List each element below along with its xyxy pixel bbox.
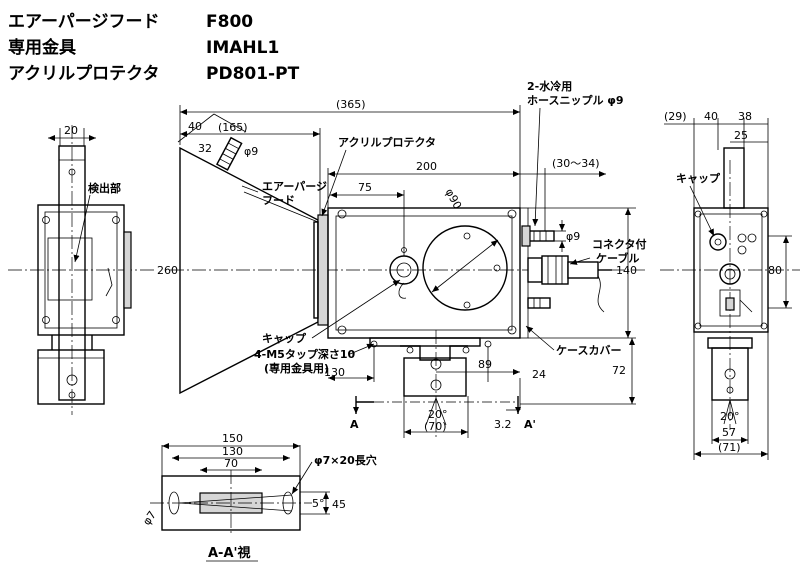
dim-130: 130 — [324, 366, 345, 379]
dim-72: 72 — [612, 364, 626, 377]
dim-right-71: (71) — [718, 441, 741, 454]
header-value-protector: PD801-PT — [206, 64, 300, 84]
label-connector-2: ケーブル — [596, 251, 639, 265]
dim-hood-32: 32 — [198, 142, 212, 155]
dim-right-29: (29) — [664, 110, 687, 123]
section-view: 150 130 70 φ7×20長穴 φ7 5° 45 A-A'視 — [140, 432, 377, 562]
label-water-hose-2: ホースニップル φ9 — [527, 93, 624, 107]
label-air-purge-hood-2: フード — [262, 194, 295, 207]
left-side-view: 20 検出部 — [8, 124, 155, 415]
label-slot: φ7×20長穴 — [314, 453, 377, 467]
header-value-hood: F800 — [206, 12, 253, 32]
dim-phi9-right: φ9 — [566, 230, 580, 243]
dim-overall-365: (365) — [336, 98, 366, 111]
dim-section-phi7: φ7 — [140, 509, 159, 528]
dim-24: 24 — [532, 368, 546, 381]
dim-right-40: 40 — [704, 110, 718, 123]
spec-header: エアーパージフード F800 専用金具 IMAHL1 アクリルプロテクタ PD8… — [8, 12, 300, 84]
front-view: (365) (165) 40 32 φ9 — [157, 79, 647, 440]
dim-right-57: 57 — [722, 426, 736, 439]
label-water-hose-1: 2-水冷用 — [527, 79, 572, 93]
dim-30-34: (30～34) — [552, 157, 600, 170]
label-air-purge-hood-1: エアーパージ — [262, 180, 327, 193]
label-tap: 4-M5タップ深さ10 — [254, 347, 355, 361]
header-label-hood: エアーパージフード — [8, 12, 159, 32]
label-acrylic-protector: アクリルプロテクタ — [338, 135, 436, 149]
dim-89: 89 — [478, 358, 492, 371]
header-label-protector: アクリルプロテクタ — [8, 63, 159, 84]
dim-hood-40: 40 — [188, 120, 202, 133]
header-label-bracket: 専用金具 — [8, 37, 76, 58]
dim-left-20: 20 — [64, 124, 78, 137]
dim-3-2: 3.2 — [494, 418, 512, 431]
label-bracket: (専用金具用) — [264, 361, 329, 375]
label-section-a-prime: A' — [524, 418, 536, 431]
dim-section-130: 130 — [222, 445, 243, 458]
dim-section-angle-5: 5° — [312, 497, 325, 510]
header-value-bracket: IMAHL1 — [206, 38, 279, 58]
label-connector-1: コネクタ付 — [592, 237, 647, 251]
dim-75: 75 — [358, 181, 372, 194]
dim-260: 260 — [157, 264, 178, 277]
dim-section-150: 150 — [222, 432, 243, 445]
dim-right-25: 25 — [734, 129, 748, 142]
dim-70: (70) — [424, 420, 447, 433]
dim-right-80: 80 — [768, 264, 782, 277]
dim-hood-165: (165) — [218, 121, 248, 134]
dim-right-38: 38 — [738, 110, 752, 123]
dim-section-70: 70 — [224, 457, 238, 470]
dim-140: 140 — [616, 264, 637, 277]
section-title: A-A'視 — [208, 545, 251, 561]
dim-angle-20: 20° — [428, 408, 448, 421]
label-cap: キャップ — [262, 331, 307, 345]
label-section-a: A — [350, 418, 359, 431]
label-case-cover: ケースカバー — [556, 344, 621, 357]
label-detector: 検出部 — [88, 181, 121, 195]
dim-hood-phi9: φ9 — [244, 145, 258, 158]
dim-200: 200 — [416, 160, 437, 173]
dim-section-45: 45 — [332, 498, 346, 511]
dim-right-angle-20: 20° — [720, 410, 740, 423]
label-right-cap: キャップ — [676, 171, 721, 185]
right-side-view: (29) 40 38 25 キャップ 80 — [660, 110, 800, 460]
